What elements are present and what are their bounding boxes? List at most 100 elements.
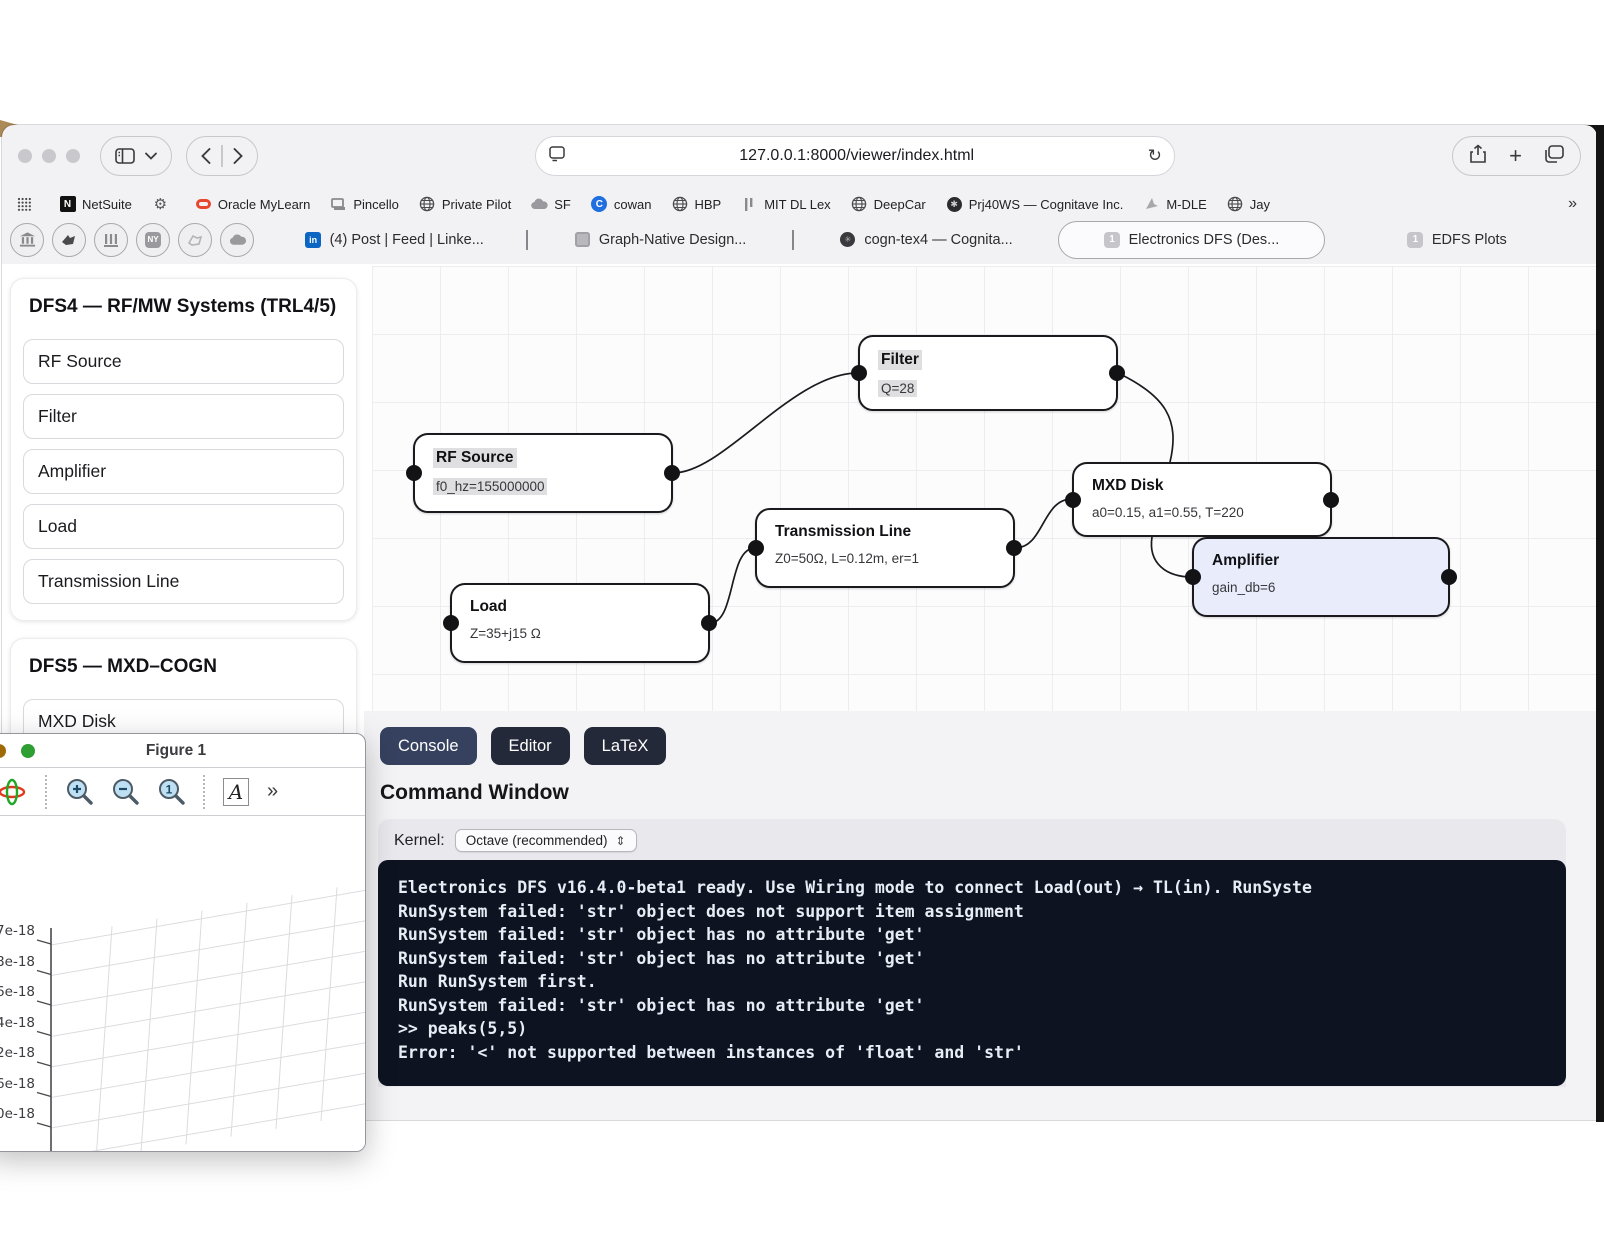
tab-favicon-icon: in bbox=[305, 231, 322, 248]
bookmark-item[interactable]: ✱ Prj40WS — Cognitave Inc. bbox=[946, 196, 1123, 213]
z-axis-tick-label: 6e-18 bbox=[0, 984, 35, 1000]
new-tab-button[interactable]: + bbox=[1509, 143, 1522, 168]
bookmark-item[interactable]: SF bbox=[531, 196, 571, 213]
reload-icon[interactable]: ↻ bbox=[1147, 146, 1162, 165]
bookmark-item[interactable]: MIT DL Lex bbox=[741, 196, 831, 213]
input-port[interactable] bbox=[748, 540, 764, 556]
node-params: a0=0.15, a1=0.55, T=220 bbox=[1092, 505, 1244, 520]
figure-window[interactable]: Figure 1 1 A » bbox=[0, 733, 366, 1152]
bookmark-item[interactable] bbox=[16, 196, 39, 213]
bookmark-item[interactable]: DeepCar bbox=[851, 196, 926, 213]
input-port[interactable] bbox=[1185, 569, 1201, 585]
graph-edge[interactable] bbox=[709, 547, 756, 624]
browser-tab[interactable]: 1 EDFS Plots bbox=[1325, 221, 1589, 259]
zoom-window-button[interactable] bbox=[66, 149, 80, 163]
bookmark-favicon-icon: C bbox=[591, 196, 608, 213]
share-icon[interactable] bbox=[1469, 143, 1487, 169]
panel-tab-button[interactable]: Console bbox=[380, 727, 477, 765]
bookmark-item[interactable]: HBP bbox=[671, 196, 721, 213]
bookmark-item[interactable]: Jay bbox=[1227, 196, 1270, 213]
pinned-tab[interactable] bbox=[220, 222, 254, 257]
pinned-tab[interactable] bbox=[10, 222, 44, 257]
bookmark-item[interactable]: C cowan bbox=[591, 196, 651, 213]
palette-item[interactable]: Filter bbox=[23, 393, 344, 439]
graph-node[interactable]: MXD Disk a0=0.15, a1=0.55, T=220 bbox=[1065, 462, 1339, 537]
toolbar-more-icon[interactable]: » bbox=[267, 780, 278, 802]
graph-canvas[interactable]: Filter Q=28 RF Source f0_hz=155000000 Tr… bbox=[372, 266, 1597, 711]
graph-node[interactable]: RF Source f0_hz=155000000 bbox=[406, 433, 680, 513]
browser-tab[interactable]: in (4) Post | Feed | Linke... bbox=[262, 221, 526, 259]
palette-item[interactable]: RF Source bbox=[23, 338, 344, 384]
graph-edge[interactable] bbox=[1117, 372, 1174, 463]
bookmark-item[interactable]: Pincello bbox=[330, 196, 399, 213]
palette-item[interactable]: Amplifier bbox=[23, 448, 344, 494]
figure-plot-area[interactable]: 7e-188e-186e-184e-182e-186e-180e-18 bbox=[0, 816, 365, 1151]
graph-node[interactable]: Transmission Line Z0=50Ω, L=0.12m, er=1 bbox=[748, 508, 1022, 588]
pinned-tab[interactable]: NY bbox=[136, 222, 170, 257]
text-tool-icon[interactable]: A bbox=[223, 777, 249, 806]
rotate-tool-icon[interactable] bbox=[0, 778, 27, 806]
output-port[interactable] bbox=[1006, 540, 1022, 556]
browser-tab[interactable]: 1 Electronics DFS (Des... bbox=[1058, 220, 1325, 259]
output-port[interactable] bbox=[701, 615, 717, 631]
tab-overview-icon[interactable] bbox=[1544, 144, 1564, 168]
bookmark-label: MIT DL Lex bbox=[764, 196, 831, 212]
command-window-heading: Command Window bbox=[380, 781, 569, 804]
sidebar-toggle-group[interactable] bbox=[100, 136, 172, 176]
output-port[interactable] bbox=[1441, 569, 1457, 585]
graph-edge[interactable] bbox=[672, 372, 859, 474]
graph-node[interactable]: Filter Q=28 bbox=[851, 335, 1125, 411]
forward-button[interactable] bbox=[233, 148, 243, 164]
output-port[interactable] bbox=[664, 465, 680, 481]
graph-node[interactable]: Amplifier gain_db=6 bbox=[1185, 537, 1457, 617]
zoom-in-tool-icon[interactable] bbox=[65, 778, 93, 806]
bookmark-item[interactable]: N NetSuite bbox=[59, 196, 132, 213]
figure-minimize-button[interactable] bbox=[0, 744, 6, 758]
bookmark-item[interactable]: Oracle MyLearn bbox=[195, 196, 310, 213]
address-bar[interactable]: 127.0.0.1:8000/viewer/index.html ↻ bbox=[534, 136, 1175, 176]
graph-edge[interactable] bbox=[1014, 498, 1073, 549]
output-port[interactable] bbox=[1323, 491, 1339, 508]
console-line: RunSystem failed: 'str' object does not … bbox=[398, 901, 1024, 921]
bookmark-favicon-icon: N bbox=[59, 196, 76, 213]
pinned-tab[interactable] bbox=[52, 222, 86, 257]
palette-item[interactable]: Load bbox=[23, 503, 344, 549]
traffic-lights[interactable] bbox=[18, 149, 80, 163]
figure-titlebar[interactable]: Figure 1 bbox=[0, 734, 365, 768]
kernel-select[interactable]: Octave (recommended) ⇕ bbox=[454, 829, 637, 852]
url-text[interactable]: 127.0.0.1:8000/viewer/index.html bbox=[739, 147, 975, 164]
palette-group-title: DFS4 — RF/MW Systems (TRL4/5) bbox=[29, 296, 337, 317]
bookmark-favicon-icon bbox=[16, 196, 33, 213]
reader-icon[interactable] bbox=[548, 145, 566, 167]
pinned-tab[interactable] bbox=[94, 222, 128, 257]
panel-tab-button[interactable]: LaTeX bbox=[583, 727, 667, 765]
tab-label: EDFS Plots bbox=[1431, 231, 1507, 248]
input-port[interactable] bbox=[406, 465, 422, 481]
console-output[interactable]: Electronics DFS v16.4.0-beta1 ready. Use… bbox=[378, 860, 1566, 1086]
console-line: Run RunSystem first. bbox=[398, 972, 597, 991]
input-port[interactable] bbox=[851, 365, 867, 381]
back-button[interactable] bbox=[201, 148, 211, 164]
input-port[interactable] bbox=[443, 615, 459, 631]
bookmarks-overflow-chevron-icon[interactable]: » bbox=[1568, 195, 1577, 212]
zoom-reset-tool-icon[interactable]: 1 bbox=[157, 778, 185, 806]
bookmark-item[interactable]: ⚙ bbox=[152, 196, 175, 213]
minimize-window-button[interactable] bbox=[42, 149, 56, 163]
zoom-out-tool-icon[interactable] bbox=[111, 778, 139, 806]
output-port[interactable] bbox=[1109, 365, 1125, 381]
input-port[interactable] bbox=[1065, 491, 1081, 508]
bookmark-favicon-icon bbox=[851, 196, 868, 213]
pinned-tab[interactable] bbox=[178, 222, 212, 257]
panel-tab-button[interactable]: Editor bbox=[490, 727, 570, 765]
pinned-tab-favicon-icon bbox=[19, 231, 36, 248]
bookmark-item[interactable]: Private Pilot bbox=[419, 196, 511, 213]
graph-node[interactable]: Load Z=35+j15 Ω bbox=[443, 583, 717, 663]
figure-zoom-button[interactable] bbox=[21, 744, 35, 758]
browser-tab[interactable]: Graph-Native Design... bbox=[528, 221, 792, 259]
bookmark-item[interactable]: M-DLE bbox=[1143, 196, 1207, 213]
palette-item[interactable]: Transmission Line bbox=[23, 558, 344, 604]
sidebar-icon bbox=[115, 148, 135, 164]
browser-tab[interactable]: ✳ cogn-tex4 — Cognita... bbox=[794, 221, 1058, 259]
close-window-button[interactable] bbox=[18, 149, 32, 163]
